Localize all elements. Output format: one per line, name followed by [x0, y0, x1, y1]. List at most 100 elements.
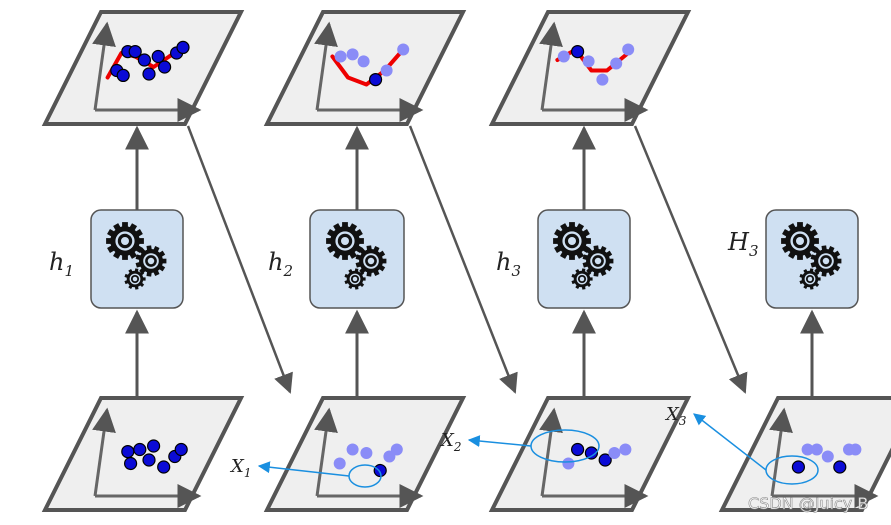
gear-hole — [132, 276, 138, 282]
gear-tooth — [142, 277, 146, 281]
connectors — [125, 125, 824, 398]
gear-hole — [807, 276, 813, 282]
gear-tooth — [138, 238, 144, 244]
data-point — [598, 453, 612, 467]
data-point — [584, 446, 599, 460]
data-point — [380, 64, 393, 77]
data-point — [397, 43, 410, 56]
data-point — [582, 55, 595, 68]
data-point — [373, 463, 387, 478]
model-label-sub: 3 — [511, 262, 521, 280]
gear-icon — [571, 268, 593, 290]
data-point — [557, 50, 570, 63]
weak-points-arrow — [257, 461, 350, 477]
model-box-4 — [765, 209, 859, 309]
model-label: h3 — [496, 248, 521, 280]
data-point — [619, 443, 632, 456]
gear-tooth — [813, 238, 819, 244]
data-point — [810, 443, 823, 456]
gear-tooth — [161, 258, 167, 264]
data-point — [333, 457, 346, 470]
data-point — [801, 443, 814, 456]
model-boxes — [90, 209, 859, 309]
y-axis — [314, 407, 338, 497]
watermark: CSDN @Juicy B — [748, 494, 868, 513]
data-point — [151, 49, 165, 64]
data-point — [622, 43, 635, 56]
data-point — [390, 443, 403, 456]
model-box-1 — [90, 209, 184, 309]
bottom-panel-1 — [41, 396, 245, 512]
gear-icon — [106, 222, 144, 260]
weak-points-label-sub: 2 — [453, 440, 462, 454]
data-point — [596, 73, 609, 86]
model-label-sub: 3 — [749, 242, 759, 260]
bottom-panel-3 — [488, 396, 692, 512]
gear-icon — [344, 268, 366, 290]
data-point — [570, 44, 585, 59]
y-axis — [92, 407, 116, 497]
top-panel-1 — [41, 10, 245, 126]
data-point — [176, 40, 190, 55]
data-point — [346, 443, 359, 456]
data-point — [360, 447, 373, 459]
data-point — [157, 460, 171, 474]
gear-tooth — [781, 238, 787, 244]
gear-tooth — [836, 258, 842, 264]
data-point — [610, 57, 623, 70]
data-point — [334, 50, 347, 63]
gear-tooth — [585, 238, 591, 244]
gear-hole — [341, 237, 349, 245]
gear-icon — [799, 268, 821, 290]
gear-tooth — [106, 238, 112, 244]
gear-hole — [796, 237, 804, 245]
data-point — [128, 44, 142, 59]
gear-icon — [810, 245, 842, 277]
gear-icon — [582, 245, 614, 277]
data-point — [158, 60, 172, 74]
model-label: h2 — [268, 248, 293, 280]
model-label: h1 — [49, 248, 74, 280]
arrow-reweight — [186, 125, 293, 394]
top-panel-2 — [263, 10, 467, 126]
gear-tooth — [608, 258, 614, 264]
gear-hole — [568, 237, 576, 245]
arrow-reweight — [408, 125, 518, 394]
weak-points-label-sub: 1 — [244, 466, 252, 480]
panel-frame — [41, 10, 245, 126]
y-axis — [539, 21, 563, 111]
gear-tooth — [589, 277, 593, 281]
bottom-panel-4 — [718, 396, 891, 512]
gear-tooth — [326, 238, 332, 244]
data-point — [821, 450, 834, 463]
gear-hole — [367, 257, 375, 265]
data-point — [833, 460, 847, 474]
data-point — [346, 48, 359, 61]
y-axis — [314, 21, 338, 111]
gear-icon — [553, 222, 591, 260]
gear-icon — [326, 222, 364, 260]
model-box-3 — [537, 209, 631, 309]
weak-points-label: X1 — [229, 456, 251, 480]
data-point — [147, 439, 161, 453]
data-point — [121, 445, 135, 459]
weak-points-label-sub: 3 — [679, 414, 687, 428]
panels — [41, 10, 891, 512]
data-point — [570, 442, 585, 457]
y-axis — [769, 407, 793, 497]
data-point — [133, 442, 147, 457]
data-point — [791, 460, 806, 474]
data-point — [562, 457, 575, 470]
data-point — [137, 53, 151, 67]
model-label-sub: 2 — [282, 262, 293, 280]
gear-hole — [822, 257, 830, 265]
y-axis — [539, 407, 563, 497]
data-point — [357, 55, 370, 68]
gear-tooth — [358, 238, 364, 244]
gear-hole — [352, 276, 358, 282]
gear-hole — [147, 257, 155, 265]
y-axis — [92, 21, 116, 111]
arrow-reweight — [633, 125, 748, 394]
gear-icon — [355, 245, 387, 277]
